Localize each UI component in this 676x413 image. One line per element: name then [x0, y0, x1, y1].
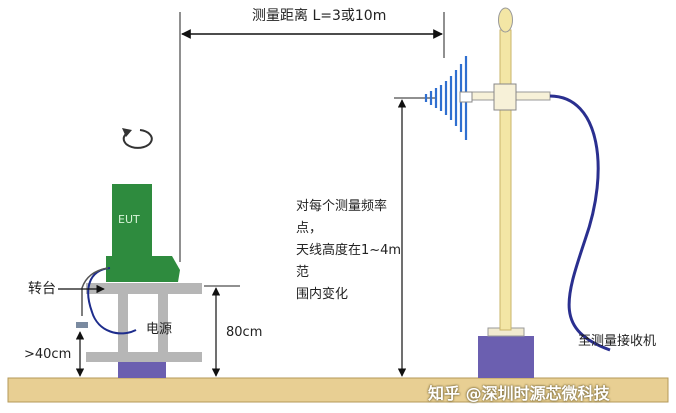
distance-label: 测量距离 L=3或10m — [252, 8, 387, 24]
turntable-lead — [81, 267, 109, 316]
height-40-label: >40cm — [24, 347, 72, 362]
mast-pole — [499, 29, 512, 331]
eut-label: EUT — [118, 213, 140, 226]
power-cable — [87, 267, 137, 335]
mast-top — [498, 7, 513, 33]
table-leg-left — [118, 290, 128, 362]
receiver-cable — [549, 94, 611, 352]
antenna-note-line-2: 天线高度在1~4m范 — [296, 243, 402, 280]
mast-base — [478, 336, 534, 378]
table-top — [86, 283, 202, 294]
turntable-base — [118, 362, 166, 378]
antenna-note-line-3: 围内变化 — [296, 287, 349, 302]
turntable-label: 转台 — [28, 281, 56, 297]
antenna-clamp — [493, 83, 517, 111]
power-label: 电源 — [146, 322, 173, 337]
antenna-feed — [459, 91, 473, 103]
eut-base — [106, 256, 180, 282]
connector — [76, 322, 88, 328]
ground-floor — [7, 377, 669, 403]
watermark: 知乎 @深圳时源芯微科技 — [428, 384, 610, 403]
receiver-label: 至测量接收机 — [578, 334, 657, 349]
rotation-icon — [122, 129, 153, 149]
eut-tower — [112, 184, 152, 258]
height-80-label: 80cm — [226, 325, 263, 340]
rotation-arrowhead — [122, 128, 132, 137]
antenna-note-line-1: 对每个测量频率点， — [296, 199, 388, 236]
antenna-height-note: 对每个测量频率点， 天线高度在1~4m范 围内变化 — [296, 196, 406, 306]
table-shelf — [86, 352, 202, 362]
table-leg-right — [158, 290, 168, 362]
